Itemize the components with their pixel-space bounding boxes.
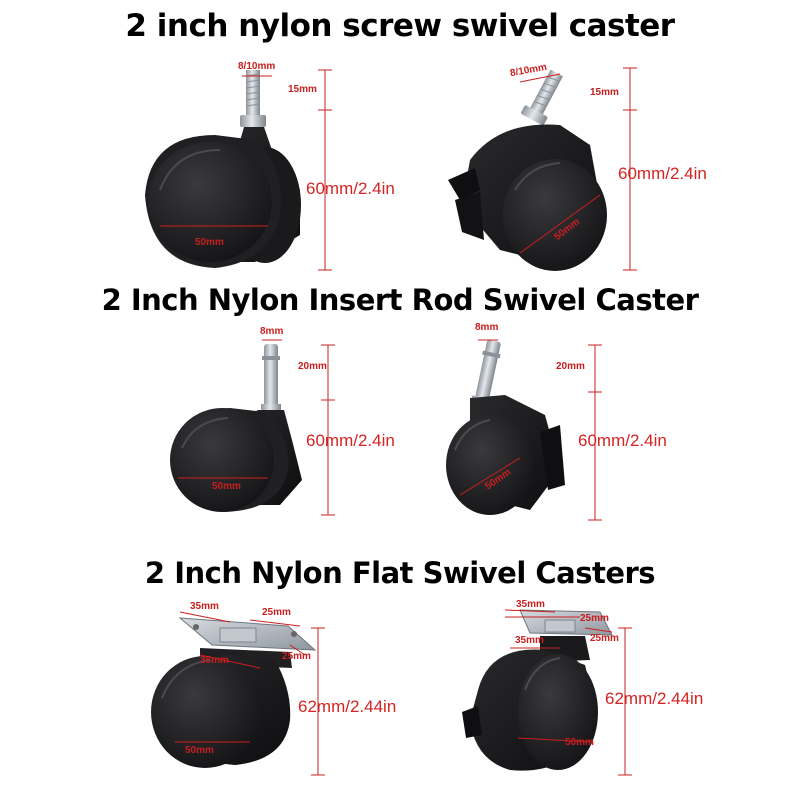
dim-height-3l: 62mm/2.44in xyxy=(298,697,397,716)
dimension-lines-section-1 xyxy=(160,67,637,271)
rod-caster-right xyxy=(446,339,565,515)
title-screw-caster: 2 inch nylon screw swivel caster xyxy=(125,8,675,44)
dim-wheel-3l: 50mm xyxy=(185,745,214,756)
plate-caster-left xyxy=(151,617,317,768)
dim-rod-length-2r: 20mm xyxy=(556,361,585,372)
dim-height-2r: 60mm/2.4in xyxy=(578,431,667,450)
rod-caster-left xyxy=(170,344,302,512)
dimension-lines-section-3 xyxy=(175,609,632,776)
dim-stem-length-1r: 15mm xyxy=(590,87,619,98)
dim-stem-diameter-1l: 8/10mm xyxy=(238,61,276,72)
dim-wheel-1l: 50mm xyxy=(195,237,224,248)
screw-caster-left xyxy=(145,70,301,268)
dim-plate-d-3l: 25mm xyxy=(282,651,311,662)
dim-plate-b-3r: 25mm xyxy=(580,613,609,624)
dim-plate-a-3r: 35mm xyxy=(516,599,545,610)
dim-plate-d-3r: 25mm xyxy=(590,633,619,644)
dim-stem-length-1l: 15mm xyxy=(288,84,317,95)
dim-wheel-2l: 50mm xyxy=(212,481,241,492)
screw-caster-right xyxy=(448,69,607,271)
title-insert-rod-caster: 2 Inch Nylon Insert Rod Swivel Caster xyxy=(101,283,699,317)
dim-rod-diameter-2l: 8mm xyxy=(260,326,284,337)
dim-rod-length-2l: 20mm xyxy=(298,361,327,372)
dim-height-1r: 60mm/2.4in xyxy=(618,164,707,183)
dim-plate-c-3l: 35mm xyxy=(200,655,229,666)
dim-rod-diameter-2r: 8mm xyxy=(475,322,499,333)
dim-plate-c-3r: 35mm xyxy=(515,635,544,646)
dim-height-3r: 62mm/2.44in xyxy=(605,689,704,708)
dimension-lines-section-2 xyxy=(178,339,602,521)
dim-plate-a-3l: 35mm xyxy=(190,601,219,612)
dim-wheel-3r: 50mm xyxy=(565,737,594,748)
dim-height-2l: 60mm/2.4in xyxy=(306,431,395,450)
dim-plate-b-3l: 25mm xyxy=(262,607,291,618)
dim-height-1l: 60mm/2.4in xyxy=(306,179,395,198)
title-flat-caster: 2 Inch Nylon Flat Swivel Casters xyxy=(144,556,656,590)
